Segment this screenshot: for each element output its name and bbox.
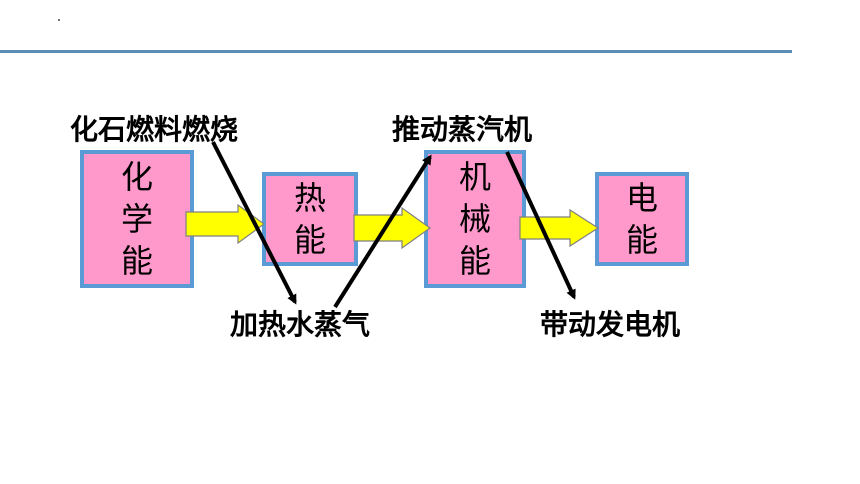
arrow-fuel-to-steam — [211, 141, 297, 305]
block-arrow-thermal-to-mech — [353, 206, 432, 250]
box-mechanical-energy: 机械能 — [424, 150, 526, 288]
corner-dot — [58, 19, 60, 21]
block-arrow-mech-to-elec — [519, 208, 600, 248]
label-drive-generator: 带动发电机 — [540, 308, 681, 341]
box-thermal-energy-text: 热能 — [293, 179, 326, 259]
box-chemical-energy: 化学能 — [80, 150, 194, 288]
label-fuel-burning: 化石燃料燃烧 — [70, 113, 239, 146]
arrow-steam-to-engine — [333, 154, 432, 309]
box-chemical-energy-text: 化学能 — [120, 158, 153, 280]
header-rule — [0, 50, 792, 53]
arrow-engine-to-generator — [505, 151, 576, 300]
box-electrical-energy: 电能 — [595, 172, 689, 266]
box-electrical-energy-text: 电能 — [625, 179, 658, 259]
box-mechanical-energy-text: 机械能 — [458, 158, 491, 280]
label-push-steam-engine: 推动蒸汽机 — [392, 113, 533, 146]
label-heat-water-steam: 加热水蒸气 — [230, 308, 371, 341]
block-arrow-chem-to-thermal — [185, 203, 266, 245]
